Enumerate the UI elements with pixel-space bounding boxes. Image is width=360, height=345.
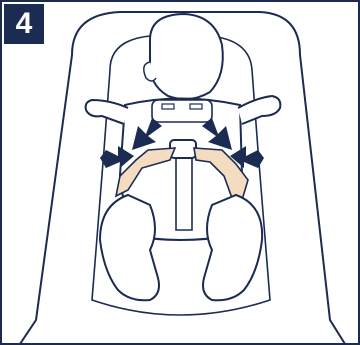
- harness-slot-left: [162, 104, 174, 109]
- baby-head: [150, 14, 223, 99]
- harness-slot-right: [190, 104, 202, 109]
- step-number-badge: 4: [4, 4, 44, 44]
- harness-top-pad: [152, 100, 212, 122]
